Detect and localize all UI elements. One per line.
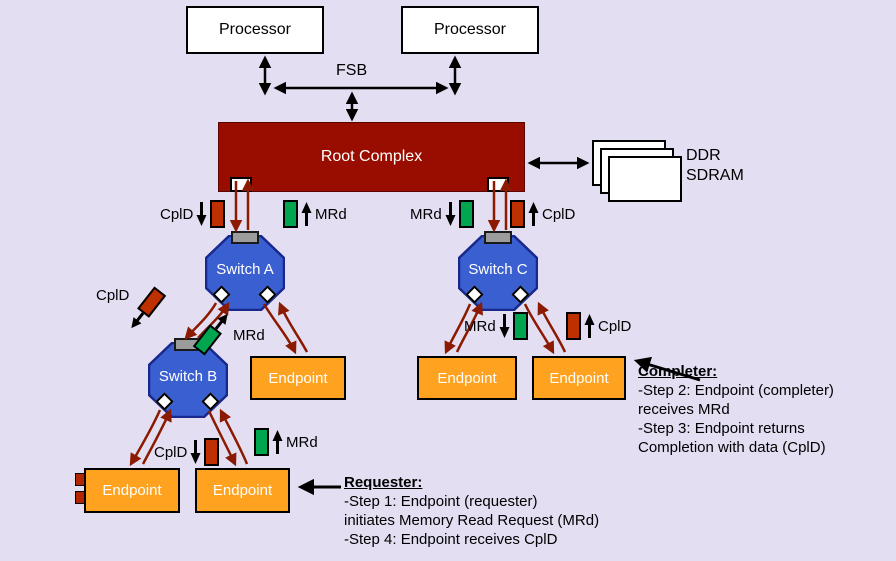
mrd-label: MRd <box>464 317 496 335</box>
endpoint-label: Endpoint <box>268 369 328 387</box>
completer-line-3: -Step 3: Endpoint returns <box>638 420 805 437</box>
cpld-label: CplD <box>598 317 632 335</box>
mrd-packet <box>283 200 298 228</box>
mrd-packet <box>512 312 528 340</box>
endpoint-label: Endpoint <box>549 369 609 387</box>
up-arrow-icon <box>528 202 539 226</box>
endpoint-label: Endpoint <box>212 482 273 499</box>
packet-group-mrd-down-to-completer: MRd <box>464 312 528 340</box>
link-completer-to-switch-c-up <box>537 301 567 353</box>
cpld-packet <box>566 312 581 340</box>
processor-box-left: Processor <box>186 6 324 54</box>
ddr-label-line2: SDRAM <box>686 167 744 184</box>
ddr-chip-front <box>608 156 682 202</box>
endpoint-completer: Endpoint <box>532 356 626 400</box>
cpld-label: CplD <box>542 205 576 223</box>
requester-line-3: -Step 4: Endpoint receives CplD <box>344 531 558 548</box>
completer-title: Completer: <box>638 363 718 380</box>
link-switch-a-to-endpoint-down <box>262 303 297 355</box>
cpld-label: CplD <box>96 287 130 304</box>
processor-label: Processor <box>433 21 507 38</box>
cpld-label: CplD <box>154 443 188 461</box>
processor-label: Processor <box>218 21 292 38</box>
endpoint-left-under-switch-c: Endpoint <box>417 356 517 400</box>
cpld-packet <box>210 200 226 228</box>
root-complex-port-left <box>230 177 252 192</box>
root-complex-port-right <box>487 177 509 192</box>
switch-c-upstream-port <box>484 231 512 244</box>
mrd-packet <box>458 200 474 228</box>
root-complex-box: Root Complex <box>218 122 525 192</box>
switch-a-label: Switch A <box>216 261 274 278</box>
processor-box-right: Processor <box>401 6 539 54</box>
completer-note: Completer: -Step 2: Endpoint (completer)… <box>638 362 894 457</box>
packet-group-cpld-up-from-completer: CplD <box>566 312 631 340</box>
endpoint-under-switch-a: Endpoint <box>250 356 346 400</box>
down-arrow-icon <box>499 314 510 338</box>
packet-group-mrd-down-to-switch-c: MRd <box>410 200 474 228</box>
switch-c: Switch C <box>457 231 539 312</box>
packet-group-mrd-up-from-requester: MRd <box>254 428 318 456</box>
packet-group-cpld-down-to-requester: CplD <box>154 438 220 466</box>
completer-line-1: -Step 2: Endpoint (completer) <box>638 382 834 399</box>
link-requester-to-switch-b-up <box>219 408 249 465</box>
completer-line-4: Completion with data (CplD) <box>638 439 826 456</box>
down-arrow-icon <box>190 440 201 464</box>
mrd-label: MRd <box>233 327 265 344</box>
down-arrow-icon <box>196 202 207 226</box>
cpld-packet <box>204 438 220 466</box>
switch-a: Switch A <box>204 231 286 312</box>
mrd-label: MRd <box>286 433 318 451</box>
packet-group-cpld-up-from-switch-c: CplD <box>510 200 575 228</box>
requester-line-2: initiates Memory Read Request (MRd) <box>344 512 600 529</box>
endpoint-requester: Endpoint <box>195 468 290 513</box>
up-arrow-icon <box>584 314 595 338</box>
fsb-label: FSB <box>336 62 368 79</box>
root-complex-label: Root Complex <box>320 148 423 165</box>
endpoint-label: Endpoint <box>437 369 497 387</box>
ddr-sdram-label: DDR SDRAM <box>686 146 744 186</box>
up-arrow-icon <box>272 430 283 454</box>
requester-note: Requester: -Step 1: Endpoint (requester)… <box>344 473 684 549</box>
packet-cpld-diagonal-down <box>125 286 167 333</box>
endpoint-label: Endpoint <box>102 482 162 499</box>
cpld-label: CplD <box>160 205 194 223</box>
packet-group-cpld-down-to-switch-a: CplD <box>160 200 226 228</box>
switch-a-upstream-port <box>231 231 259 244</box>
completer-line-2: receives MRd <box>638 401 730 418</box>
mrd-label: MRd <box>315 205 347 223</box>
link-endpoint-to-switch-a-up <box>278 301 309 353</box>
up-arrow-icon <box>301 202 312 226</box>
endpoint-left-under-switch-b: Endpoint <box>84 468 180 513</box>
requester-title: Requester: <box>344 474 423 491</box>
down-arrow-icon <box>131 312 145 329</box>
switch-c-label: Switch C <box>468 261 528 278</box>
mrd-packet <box>254 428 269 456</box>
packet-group-mrd-up-from-switch-a: MRd <box>283 200 347 228</box>
switch-b: Switch B <box>147 338 229 419</box>
ddr-label-line1: DDR <box>686 147 721 164</box>
cpld-packet <box>510 200 525 228</box>
down-arrow-icon <box>445 202 456 226</box>
mrd-label: MRd <box>410 205 442 223</box>
link-switch-c-to-completer-down <box>523 303 555 355</box>
switch-b-label: Switch B <box>158 368 218 385</box>
requester-line-1: -Step 1: Endpoint (requester) <box>344 493 538 510</box>
